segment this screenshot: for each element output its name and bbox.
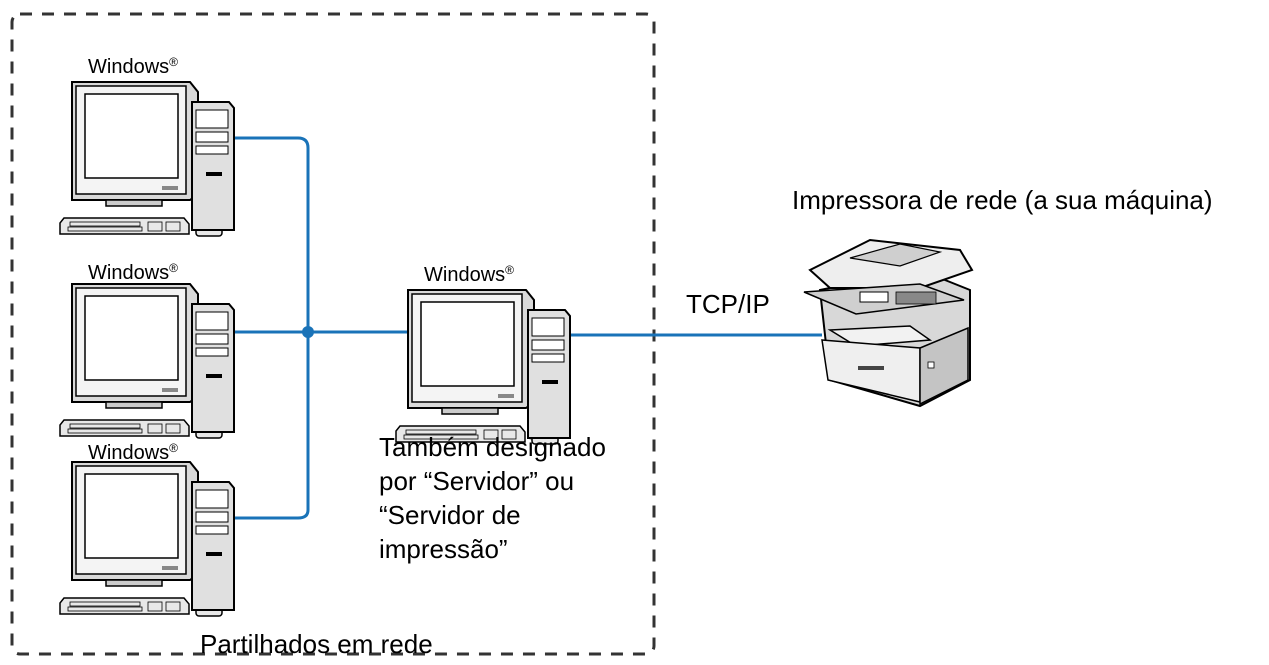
protocol-label: TCP/IP [686,289,770,319]
printer-label: Impressora de rede (a sua máquina) [792,185,1213,215]
network-printer [803,239,973,407]
client-computer-2 [59,283,235,439]
server-computer [395,289,571,445]
shared-group-label: Partilhados em rede [200,629,433,659]
network-junction [302,326,314,338]
client-1-link [232,136,310,520]
server-description: Também designado por “Servidor” ou “Serv… [379,432,606,564]
client-computer-3 [59,461,235,617]
client-computer-1 [59,81,235,237]
client-2-label: Windows® [88,261,178,284]
client-3-label: Windows® [88,441,178,464]
server-label: Windows® [424,263,514,286]
client-1-label: Windows® [88,55,178,78]
